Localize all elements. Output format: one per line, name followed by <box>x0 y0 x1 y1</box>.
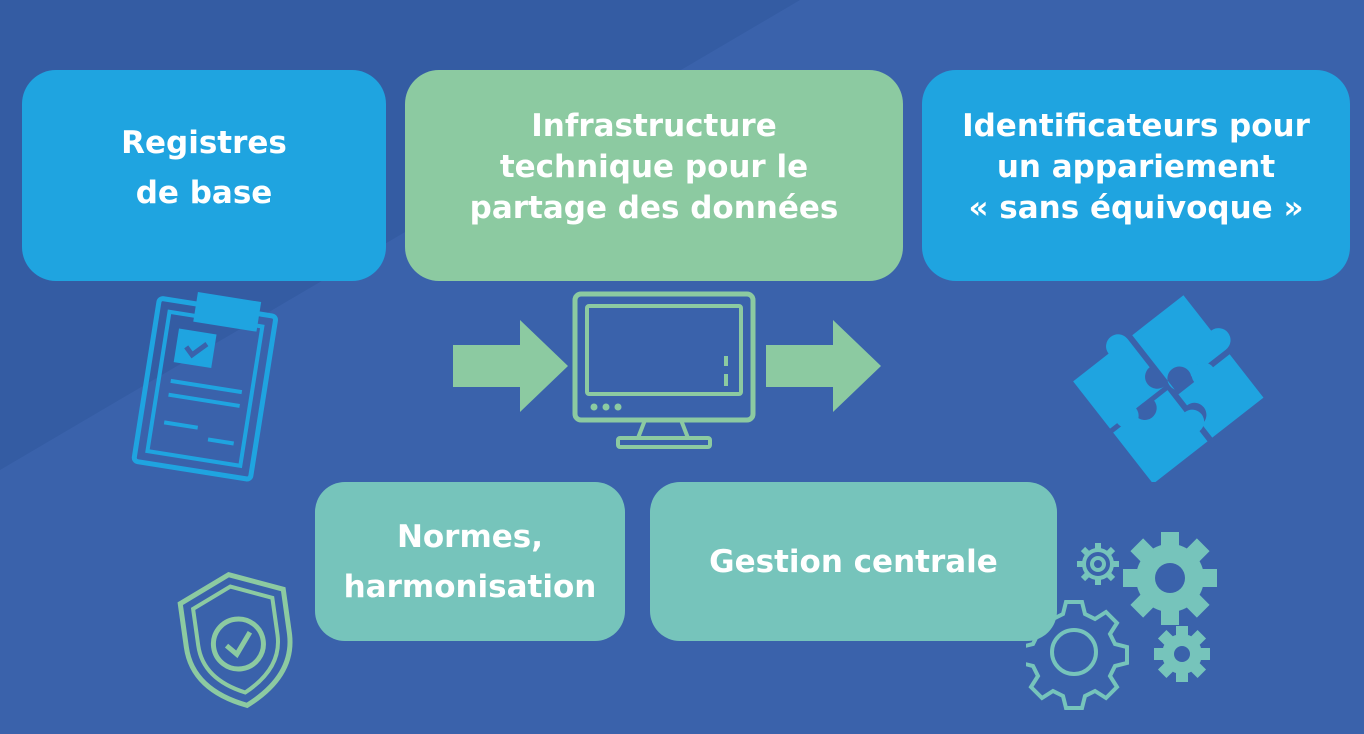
registres-de-base-label: Registres de base <box>121 124 287 211</box>
registres-de-base-box: Registres de base <box>22 70 386 281</box>
infrastructure-technique-label: Infrastructure technique pour le partage… <box>469 108 839 226</box>
identificateurs-label: Identificateurs pour un appariement « sa… <box>962 108 1310 226</box>
gears-icon <box>1026 532 1217 710</box>
gestion-centrale-label: Gestion centrale <box>709 543 998 580</box>
infrastructure-technique-box: Infrastructure technique pour le partage… <box>405 70 903 281</box>
arrow-right-icon <box>766 320 881 412</box>
arrow-right-icon <box>453 320 568 412</box>
gestion-centrale-box: Gestion centrale <box>650 482 1057 641</box>
puzzle-icon <box>1073 295 1264 482</box>
clipboard-icon <box>131 292 279 482</box>
shield-check-icon <box>177 571 293 709</box>
computer-monitor-icon <box>572 291 756 449</box>
normes-harmonisation-box: Normes, harmonisation <box>315 482 625 641</box>
normes-harmonisation-label: Normes, harmonisation <box>343 518 597 605</box>
identificateurs-box: Identificateurs pour un appariement « sa… <box>922 70 1350 281</box>
